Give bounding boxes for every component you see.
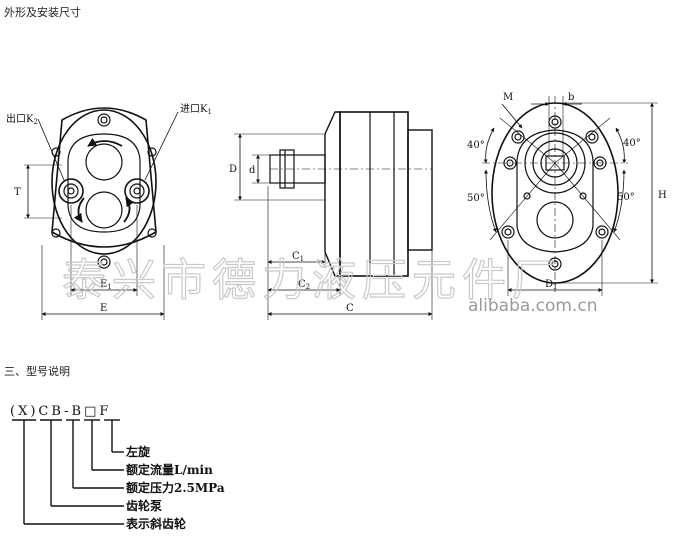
side-view bbox=[234, 111, 433, 320]
angle-40-right: 40° bbox=[623, 138, 641, 149]
legend-item: 左旋 bbox=[125, 444, 151, 459]
legend-item: 齿轮泵 bbox=[126, 498, 162, 513]
legend-item: 表示斜齿轮 bbox=[125, 516, 187, 531]
dim-M-label: M bbox=[503, 92, 513, 103]
dim-d-label: d bbox=[249, 165, 256, 176]
angle-50-right: 50° bbox=[617, 192, 635, 203]
rear-view bbox=[482, 96, 658, 296]
model-code: (X)CB-B□F bbox=[10, 404, 111, 419]
dim-E-label: E bbox=[100, 303, 107, 314]
dimensions-heading: 外形及安装尺寸 bbox=[4, 6, 81, 19]
company-watermark: 泰兴市德力液压元件厂 bbox=[62, 255, 562, 306]
inlet-label: 进口K1 bbox=[180, 103, 212, 116]
dim-D-label: D bbox=[229, 164, 237, 175]
dim-C-label: C bbox=[346, 303, 354, 314]
legend-item: 额定压力2.5MPa bbox=[126, 480, 225, 495]
legend-item: 额定流量L/min bbox=[126, 462, 213, 477]
dim-D1-label: D1 bbox=[545, 279, 558, 291]
model-brackets bbox=[12, 419, 124, 525]
outlet-label: 出口K2 bbox=[6, 112, 38, 126]
dim-H-label: H bbox=[658, 190, 667, 201]
model-heading: 三、型号说明 bbox=[4, 365, 70, 378]
dim-E1-label: E1 bbox=[100, 279, 112, 291]
site-watermark: alibaba.com.cn bbox=[468, 296, 598, 316]
angle-50-left: 50° bbox=[467, 193, 485, 204]
dim-C1-label: C1 bbox=[292, 251, 304, 263]
angle-40-left: 40° bbox=[467, 140, 485, 151]
dim-T-label: T bbox=[14, 187, 21, 198]
dim-b-label: b bbox=[568, 92, 574, 103]
front-view bbox=[24, 107, 179, 320]
dim-C2-label: C2 bbox=[298, 279, 310, 291]
